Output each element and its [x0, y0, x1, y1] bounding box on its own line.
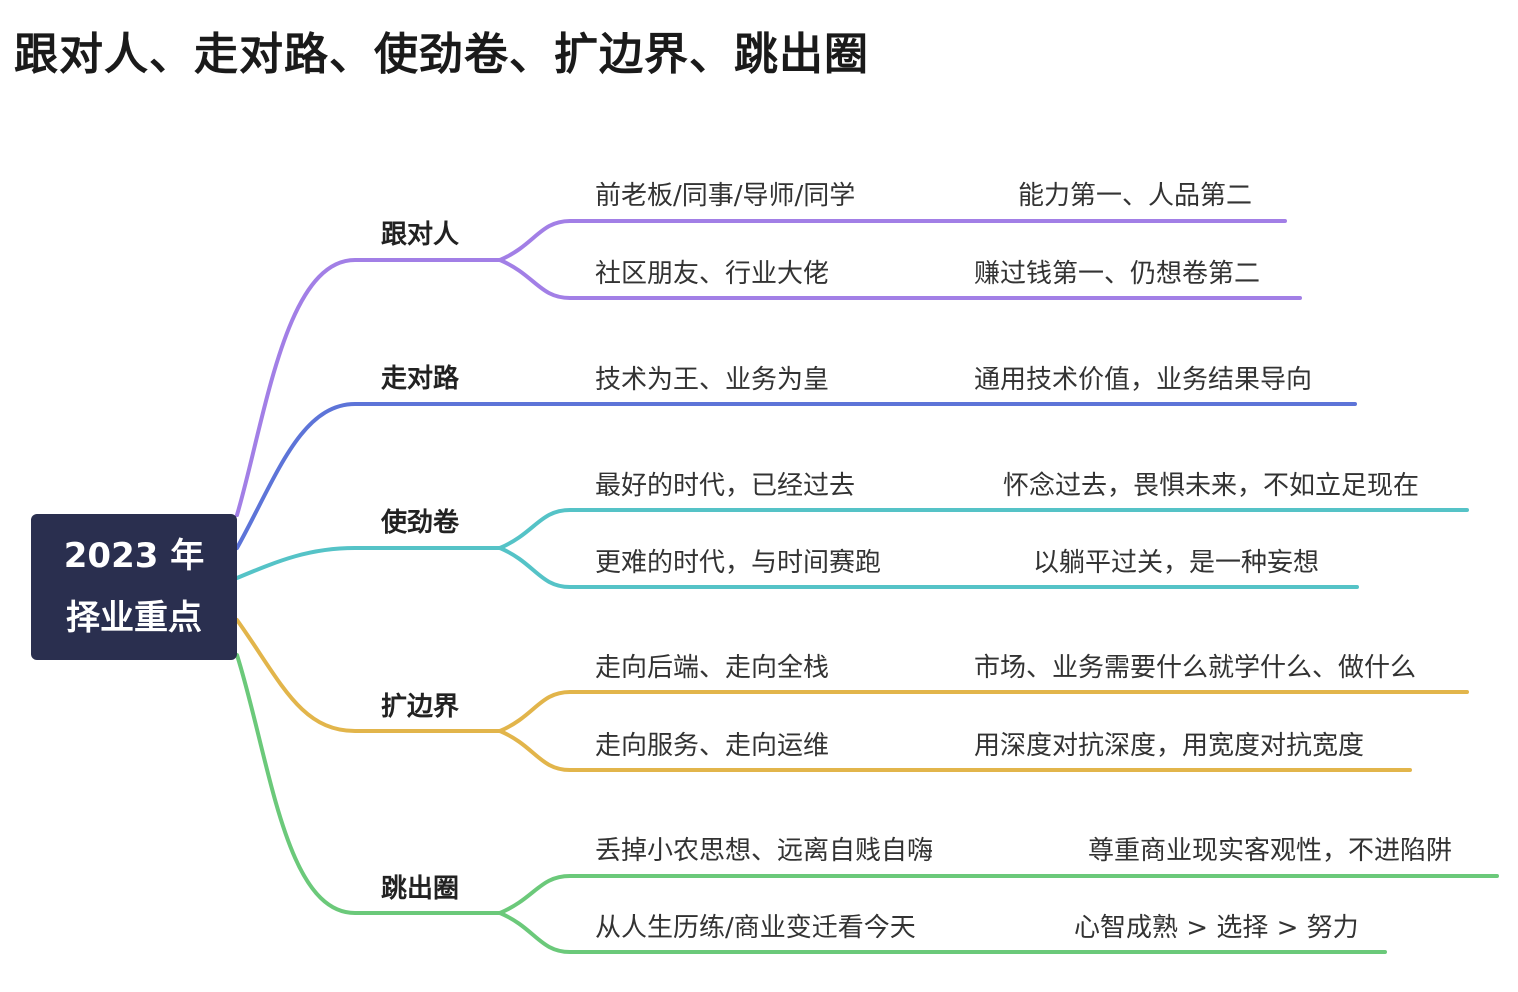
leaf-text-4-1[interactable]: 走向后端、走向全栈 [595, 653, 830, 683]
connector-branch-1-child-1 [498, 219, 1287, 262]
branch-node-2[interactable]: 走对路 [381, 364, 460, 394]
leaf-note-4-1[interactable]: 市场、业务需要什么就学什么、做什么 [974, 653, 1417, 683]
connector-branch-3-child-1 [498, 508, 1469, 550]
connector-root-branch-2 [235, 402, 502, 550]
leaf-note-5-1[interactable]: 尊重商业现实客观性，不进陷阱 [1088, 836, 1453, 866]
connector-branch-4-child-1 [498, 690, 1469, 733]
leaf-text-1-2[interactable]: 社区朋友、行业大佬 [595, 259, 830, 289]
connector-branch-4-child-2 [498, 729, 1412, 772]
leaf-text-3-2[interactable]: 更难的时代，与时间赛跑 [595, 548, 882, 578]
connector-root-branch-1 [235, 258, 502, 517]
page-title: 跟对人、走对路、使劲卷、扩边界、跳出圈 [14, 29, 869, 80]
connector-root-branch-4 [235, 618, 502, 733]
root-node[interactable]: 2023 年 择业重点 [31, 514, 237, 660]
leaf-text-2-1[interactable]: 技术为王、业务为皇 [595, 365, 830, 395]
leaf-note-5-2[interactable]: 心智成熟 > 选择 > 努力 [1074, 913, 1359, 943]
root-line-1: 2023 年 [63, 536, 205, 576]
branch-node-1[interactable]: 跟对人 [381, 220, 460, 250]
branch-node-4[interactable]: 扩边界 [381, 692, 460, 722]
leaf-text-5-2[interactable]: 从人生历练/商业变迁看今天 [595, 913, 916, 943]
leaf-text-4-2[interactable]: 走向服务、走向运维 [595, 731, 830, 761]
connector-root-branch-3 [235, 546, 502, 580]
connector-branch-5-child-1 [498, 874, 1499, 915]
connector-branch-3-child-2 [498, 546, 1359, 589]
leaf-note-3-1[interactable]: 怀念过去，畏惧未来，不如立足现在 [1003, 471, 1420, 501]
root-line-2: 择业重点 [66, 598, 202, 638]
leaf-note-4-2[interactable]: 用深度对抗深度，用宽度对抗宽度 [974, 731, 1365, 761]
connector-branch-1-child-2 [498, 258, 1302, 300]
branch-node-5[interactable]: 跳出圈 [381, 874, 460, 904]
leaf-text-1-1[interactable]: 前老板/同事/导师/同学 [595, 181, 856, 211]
leaf-note-3-2[interactable]: 以躺平过关，是一种妄想 [1033, 548, 1320, 578]
branch-node-3[interactable]: 使劲卷 [381, 508, 460, 538]
connector-branch-5-child-2 [498, 911, 1387, 954]
leaf-text-5-1[interactable]: 丢掉小农思想、远离自贱自嗨 [595, 836, 934, 866]
leaf-note-2-1[interactable]: 通用技术价值，业务结果导向 [974, 365, 1313, 395]
leaf-note-1-1[interactable]: 能力第一、人品第二 [1018, 181, 1253, 211]
leaf-text-3-1[interactable]: 最好的时代，已经过去 [595, 471, 856, 501]
leaf-note-1-2[interactable]: 赚过钱第一、仍想卷第二 [974, 259, 1261, 289]
connector-root-branch-5 [235, 653, 502, 915]
